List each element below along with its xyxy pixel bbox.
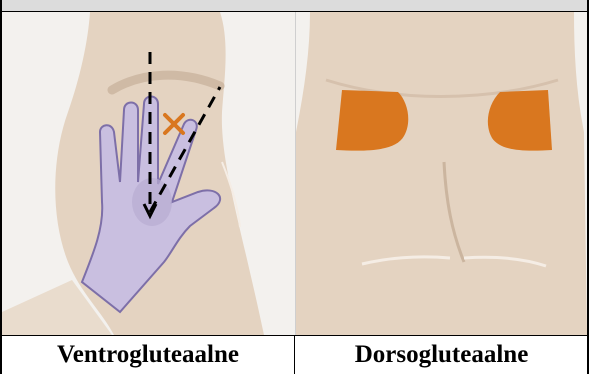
top-bar [0,0,589,12]
ventrogluteal-svg [2,12,295,335]
caption-row: Ventrogluteaalne Dorsogluteaalne [0,335,589,374]
injection-site-right [488,90,552,151]
dorsogluteal-illustration [296,12,587,335]
injection-site-left [336,90,408,151]
ventrogluteal-caption: Ventrogluteaalne [2,336,295,374]
buttocks-body [296,12,587,335]
dorsogluteal-svg [296,12,587,335]
dorsogluteal-caption: Dorsogluteaalne [296,336,587,374]
ventrogluteal-illustration [2,12,296,335]
